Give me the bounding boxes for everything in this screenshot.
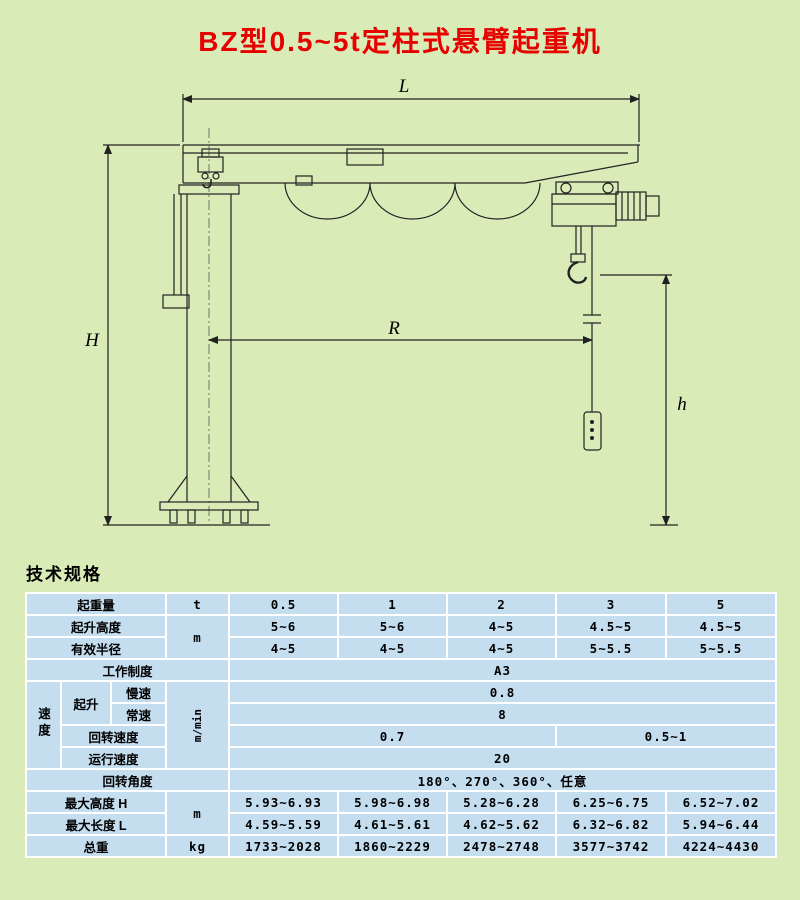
crane-outline	[103, 94, 678, 526]
row-max-height: 最大高度 H m 5.93~6.93 5.98~6.98 5.28~6.28 6…	[25, 790, 777, 836]
electric-hoist	[551, 181, 660, 227]
weight-value: 1733~2028	[228, 834, 339, 858]
spec-table: 起重量 t 0.5 1 2 3 5 起升高度 m 5~6 5~6 4~5 4.5…	[25, 592, 777, 858]
weight-value: 2478~2748	[446, 834, 557, 858]
duty-label: 工作制度	[25, 658, 230, 682]
row-total-weight: 总重 kg 1733~2028 1860~2229 2478~2748 3577…	[25, 834, 777, 858]
row-speed-normal: 常速 8	[26, 702, 777, 726]
slewing-value-1: 0.7	[228, 724, 557, 748]
festoon-cables	[284, 182, 541, 220]
radius-value: 5~5.5	[665, 636, 777, 660]
radius-value: 5~5.5	[555, 636, 667, 660]
radius-value: 4~5	[337, 636, 448, 660]
travel-value: 20	[228, 746, 777, 770]
slewing-value-2: 0.5~1	[555, 724, 777, 748]
capacity-value: 3	[555, 592, 667, 616]
max-height-label: 最大高度 H	[25, 790, 167, 814]
jib-beam	[182, 144, 640, 184]
lift-height-value: 5~6	[228, 614, 339, 638]
page-title: BZ型0.5~5t定柱式悬臂起重机	[198, 26, 602, 57]
cable-box	[346, 148, 384, 166]
row-radius: 有效半径 4~5 4~5 4~5 5~5.5 5~5.5	[25, 636, 777, 660]
base-plate	[148, 501, 270, 526]
row-lift-height: 起升高度 m 5~6 5~6 4~5 4.5~5 4.5~5	[25, 614, 777, 660]
weight-label: 总重	[25, 834, 167, 858]
radius-value: 4~5	[228, 636, 339, 660]
lift-height-value: 5~6	[337, 614, 448, 638]
row-speed-slow: 速度 起升 慢速 m/min 0.8	[25, 680, 777, 770]
travel-label: 运行速度	[60, 746, 167, 770]
pendant-buttons	[590, 420, 594, 440]
weight-value: 4224~4430	[665, 834, 777, 858]
lift-height-unit: m	[165, 614, 230, 660]
max-height-value: 5.93~6.93	[228, 790, 339, 814]
max-length-value: 4.59~5.59	[228, 812, 339, 836]
max-height-value: 5.98~6.98	[337, 790, 448, 814]
angle-label: 回转角度	[25, 768, 230, 792]
max-height-value: 6.25~6.75	[555, 790, 667, 814]
speed-unit: m/min	[165, 680, 230, 770]
row-duty: 工作制度 A3	[25, 658, 777, 682]
angle-value: 180°、270°、360°、任意	[228, 768, 777, 792]
max-height-value: 5.28~6.28	[446, 790, 557, 814]
extension-lines	[103, 94, 678, 526]
row-slewing-speed: 回转速度 0.7 0.5~1	[26, 724, 777, 748]
slewing-label: 回转速度	[60, 724, 167, 748]
row-max-length: 最大长度 L 4.59~5.59 4.61~5.61 4.62~5.62 6.3…	[25, 812, 777, 836]
max-height-unit: m	[165, 790, 230, 836]
max-length-value: 5.94~6.44	[665, 812, 777, 836]
weight-unit: kg	[165, 834, 230, 858]
lifting-slow-value: 0.8	[228, 680, 777, 704]
radius-label: 有效半径	[25, 636, 167, 660]
max-length-label: 最大长度 L	[25, 812, 167, 836]
max-length-value: 6.32~6.82	[555, 812, 667, 836]
lifting-normal-value: 8	[228, 702, 777, 726]
dim-label-h: h	[677, 394, 687, 415]
capacity-value: 1	[337, 592, 448, 616]
capacity-label: 起重量	[25, 592, 167, 616]
crane-technical-drawing: L H R h	[84, 76, 687, 526]
lift-height-value: 4.5~5	[665, 614, 777, 638]
row-travel-speed: 运行速度 20	[26, 746, 777, 770]
lift-height-label: 起升高度	[25, 614, 167, 638]
capacity-value: 2	[446, 592, 557, 616]
dim-label-R: R	[387, 318, 400, 339]
festoon-trolley	[295, 175, 313, 186]
lifting-slow-label: 慢速	[110, 680, 167, 704]
capacity-value: 5	[665, 592, 777, 616]
lift-height-value: 4~5	[446, 614, 557, 638]
dim-label-H: H	[84, 330, 100, 351]
max-length-value: 4.62~5.62	[446, 812, 557, 836]
radius-value: 4~5	[446, 636, 557, 660]
column	[162, 184, 251, 503]
row-slew-angle: 回转角度 180°、270°、360°、任意	[25, 768, 777, 792]
dim-label-L: L	[398, 76, 410, 97]
pendant-control	[583, 226, 602, 451]
capacity-value: 0.5	[228, 592, 339, 616]
hoist-min-position	[197, 148, 224, 189]
lifting-normal-label: 常速	[110, 702, 167, 726]
max-height-value: 6.52~7.02	[665, 790, 777, 814]
lifting-label: 起升	[60, 680, 112, 726]
hook-assembly	[567, 226, 588, 284]
max-length-value: 4.61~5.61	[337, 812, 448, 836]
speed-group-label: 速度	[25, 680, 62, 770]
weight-value: 1860~2229	[337, 834, 448, 858]
capacity-unit: t	[165, 592, 230, 616]
duty-value: A3	[228, 658, 777, 682]
lift-height-value: 4.5~5	[555, 614, 667, 638]
row-capacity: 起重量 t 0.5 1 2 3 5	[25, 592, 777, 616]
section-heading: 技术规格	[26, 565, 102, 584]
weight-value: 3577~3742	[555, 834, 667, 858]
